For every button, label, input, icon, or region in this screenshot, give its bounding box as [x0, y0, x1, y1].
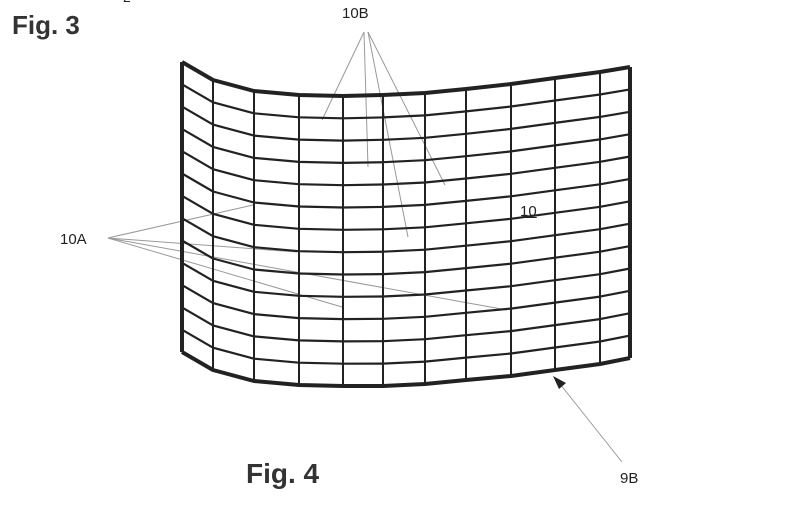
horizontal-grid-line [181, 284, 631, 321]
label-9b: 9B [620, 470, 639, 487]
leader-10b-1 [321, 31, 365, 121]
horizontal-grid-line [181, 217, 631, 254]
top-edge [180, 60, 631, 98]
partial-reference-numeral: 2 [123, 0, 131, 5]
horizontal-grid-line [181, 194, 631, 231]
arrowhead-9b [553, 376, 566, 389]
leader-10a-2 [107, 237, 298, 253]
horizontal-grid-line [181, 239, 631, 276]
horizontal-grid-line [181, 261, 631, 298]
leader-10b-2 [363, 31, 369, 168]
horizontal-grid-line [181, 172, 631, 209]
leader-9b [559, 383, 623, 463]
horizontal-grid-line [181, 306, 631, 343]
label-10a: 10A [60, 231, 87, 248]
horizontal-grid-line [181, 328, 631, 365]
horizontal-grid-line [181, 105, 631, 142]
leader-10b-3 [367, 31, 409, 238]
fig-3-title: Fig. 3 [12, 10, 80, 40]
fig-4-title: Fig. 4 [246, 458, 320, 489]
horizontal-grid-line [181, 150, 631, 187]
horizontal-grid-line [181, 83, 631, 120]
horizontal-grid-line [181, 127, 631, 164]
bottom-edge [180, 350, 631, 388]
label-10b: 10B [342, 5, 369, 22]
